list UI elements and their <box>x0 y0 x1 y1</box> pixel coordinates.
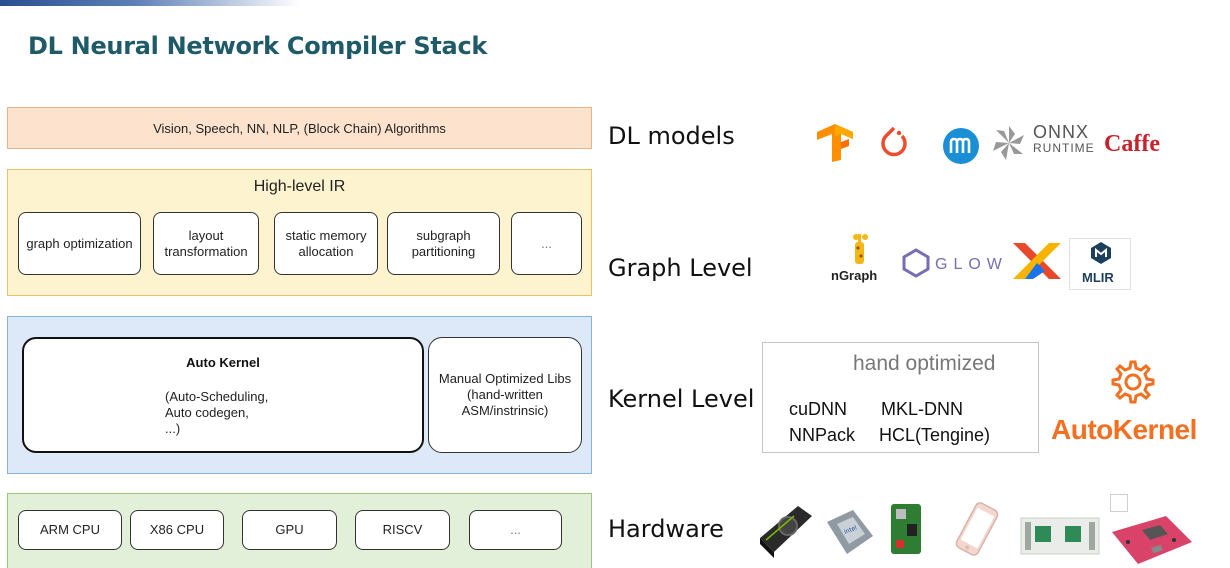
graph-optimization-box: graph optimization <box>18 212 141 275</box>
lib-mkl-dnn: MKL-DNN <box>881 399 964 419</box>
layout-transformation-box: layout transformation <box>153 212 259 275</box>
high-level-ir-layer: High-level IR graph optimization layout … <box>7 169 592 296</box>
top-accent-bar <box>0 0 300 6</box>
hardware-arm-cpu-box: ARM CPU <box>18 510 122 550</box>
onnx-logo-label: ONNX <box>1033 122 1090 142</box>
pytorch-logo-icon <box>881 126 907 157</box>
mlir-logo-label: MLIR <box>1082 270 1114 285</box>
lib-nnpack: NNPack <box>789 425 856 445</box>
subgraph-partitioning-box: subgraph partitioning <box>387 212 500 275</box>
riscv-board-image-icon <box>1020 517 1100 555</box>
hand-optimized-title: hand optimized <box>853 352 996 375</box>
level-label-dl-models: DL models <box>608 122 735 150</box>
glow-hexagon-logo-icon <box>902 248 930 278</box>
hardware-gpu-box: GPU <box>242 510 337 550</box>
static-memory-allocation-box: static memory allocation <box>274 212 378 275</box>
ir-more-box: ... <box>511 212 582 275</box>
cpu-chip-image-icon: intel <box>827 510 873 554</box>
autokernel-gear-logo-icon <box>1111 360 1155 404</box>
onnx-runtime-logo-label: RUNTIME <box>1033 141 1095 155</box>
auto-kernel-box: Auto Kernel (Auto-Scheduling, Auto codeg… <box>22 337 424 453</box>
fpga-image-frame <box>1110 494 1128 512</box>
hardware-x86-cpu-box: X86 CPU <box>130 510 224 550</box>
onnx-runtime-logo-icon <box>993 126 1024 160</box>
lib-cudnn: cuDNN <box>789 399 848 419</box>
hardware-layer: ARM CPU X86 CPU GPU RISCV ... <box>7 493 592 568</box>
mxnet-logo-icon <box>943 128 979 164</box>
hardware-riscv-box: RISCV <box>355 510 450 550</box>
page-title: DL Neural Network Compiler Stack <box>28 32 488 60</box>
xla-logo-icon <box>1013 243 1061 279</box>
lib-hcl-tengine: HCL(Tengine) <box>879 425 991 445</box>
glow-logo-label: GLOW <box>935 256 1008 273</box>
tensorflow-logo-icon <box>817 124 853 162</box>
ngraph-logo-label: nGraph <box>831 268 878 283</box>
gpu-card-image-icon <box>760 506 812 558</box>
mlir-logo-frame <box>1069 238 1131 290</box>
algorithms-label: Vision, Speech, NN, NLP, (Block Chain) A… <box>153 120 446 136</box>
level-label-hardware: Hardware <box>608 515 724 543</box>
autokernel-logo-label: AutoKernel <box>1051 414 1197 445</box>
hand-optimized-box: hand optimized cuDNN MKL-DNN NNPack HCL(… <box>762 342 1039 453</box>
level-label-kernel: Kernel Level <box>608 385 755 413</box>
smartphone-image-icon <box>955 502 999 556</box>
svg-text:intel: intel <box>843 524 858 536</box>
auto-kernel-description: (Auto-Scheduling, Auto codegen, ...) <box>165 389 269 436</box>
ngraph-giraffe-logo-icon <box>853 234 868 264</box>
caffe-logo: Caffe <box>1104 131 1160 157</box>
fpga-board-image-icon <box>1112 516 1192 564</box>
mlir-logo-icon <box>1091 242 1111 264</box>
hardware-more-box: ... <box>469 510 562 550</box>
algorithms-layer: Vision, Speech, NN, NLP, (Block Chain) A… <box>7 107 592 149</box>
high-level-ir-title: High-level IR <box>253 178 346 195</box>
auto-kernel-title: Auto Kernel <box>186 355 260 370</box>
raspberry-pi-board-image-icon <box>891 504 921 554</box>
onnx-runtime-logo-text: ONNX RUNTIME <box>1033 122 1095 156</box>
kernel-layer: Auto Kernel (Auto-Scheduling, Auto codeg… <box>7 316 592 474</box>
level-label-graph: Graph Level <box>608 254 753 282</box>
manual-optimized-libs-box: Manual Optimized Libs (hand-written ASM/… <box>428 337 582 453</box>
